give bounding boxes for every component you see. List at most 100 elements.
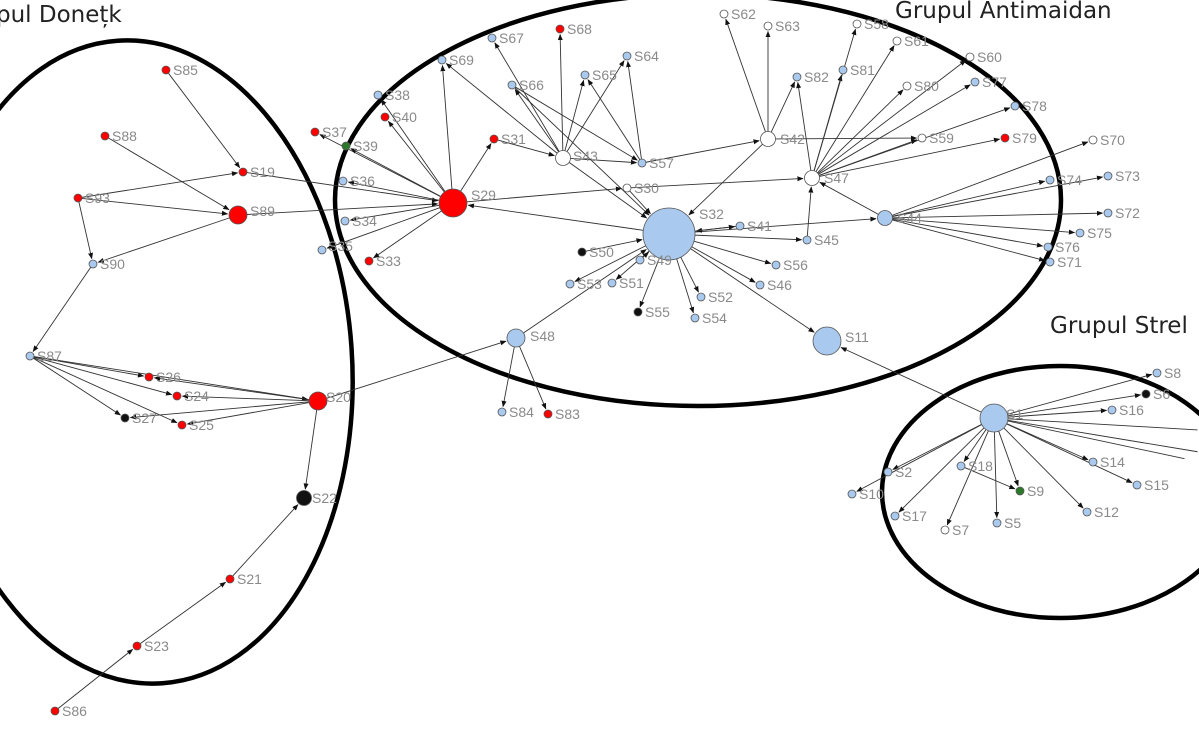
edge-s29-s35 [326, 207, 440, 249]
node-s87[interactable] [25, 351, 35, 361]
node-s42[interactable] [760, 131, 776, 147]
node-s34[interactable] [340, 216, 350, 226]
node-s19[interactable] [238, 167, 248, 177]
node-s11[interactable] [812, 326, 842, 356]
node-s53[interactable] [565, 279, 575, 289]
node-s81[interactable] [838, 65, 848, 75]
node-label-s65: S65 [592, 67, 617, 83]
edge-s32-s53 [574, 245, 646, 282]
node-s69[interactable] [437, 55, 447, 65]
node-s35[interactable] [317, 245, 327, 255]
node-s38[interactable] [373, 90, 383, 100]
node-s49[interactable] [635, 255, 645, 265]
node-s10[interactable] [847, 489, 857, 499]
node-s88[interactable] [100, 131, 110, 141]
node-s79[interactable] [1000, 133, 1010, 143]
node-s68[interactable] [555, 24, 565, 34]
node-s37[interactable] [310, 127, 320, 137]
node-s85[interactable] [161, 65, 171, 75]
edge-s44-s76 [892, 218, 1044, 248]
node-s86[interactable] [50, 706, 60, 716]
node-label-s80: S80 [914, 78, 939, 94]
node-s59[interactable] [917, 133, 927, 143]
node-s70[interactable] [1088, 135, 1098, 145]
node-s6[interactable] [1141, 389, 1151, 399]
node-s24[interactable] [172, 391, 182, 401]
node-s60[interactable] [965, 52, 975, 62]
node-s71[interactable] [1045, 257, 1055, 267]
node-s50[interactable] [577, 247, 587, 257]
edge-s57-s64 [626, 60, 642, 160]
node-s90[interactable] [88, 259, 98, 269]
node-s14[interactable] [1088, 457, 1098, 467]
node-s2[interactable] [883, 467, 893, 477]
node-s44[interactable] [877, 210, 893, 226]
node-s57[interactable] [637, 158, 647, 168]
node-s80[interactable] [902, 81, 912, 91]
node-s26[interactable] [144, 372, 154, 382]
edge-s47-s77 [818, 84, 971, 175]
node-s62[interactable] [719, 9, 729, 19]
node-s45[interactable] [802, 235, 812, 245]
node-s36[interactable] [338, 176, 348, 186]
node-s52[interactable] [696, 292, 706, 302]
node-s5[interactable] [992, 518, 1002, 528]
edge-s44-s72 [892, 210, 1104, 219]
node-s75[interactable] [1075, 228, 1085, 238]
node-s77[interactable] [970, 77, 980, 87]
node-s39[interactable] [341, 141, 351, 151]
node-s72[interactable] [1103, 208, 1113, 218]
node-s63[interactable] [763, 21, 773, 31]
node-s47[interactable] [804, 170, 820, 186]
node-s21[interactable] [225, 574, 235, 584]
node-s31[interactable] [489, 134, 499, 144]
node-s40[interactable] [380, 112, 390, 122]
node-s61[interactable] [892, 36, 902, 46]
node-s12[interactable] [1082, 507, 1092, 517]
node-s48[interactable] [506, 328, 526, 348]
node-s17[interactable] [890, 511, 900, 521]
node-s67[interactable] [487, 33, 497, 43]
node-label-s74: S74 [1057, 172, 1082, 188]
node-s22[interactable] [296, 490, 312, 506]
node-s23[interactable] [132, 641, 142, 651]
node-s27[interactable] [120, 413, 130, 423]
node-label-s66: S66 [519, 77, 544, 93]
edge-s1-edge_r1 [1007, 419, 1198, 453]
node-s54[interactable] [690, 313, 700, 323]
node-s93[interactable] [73, 193, 83, 203]
node-s8[interactable] [1152, 368, 1162, 378]
group-label-donetk: pul Donețk [0, 2, 122, 28]
node-s74[interactable] [1045, 175, 1055, 185]
node-s58[interactable] [852, 19, 862, 29]
node-s89[interactable] [228, 205, 248, 225]
node-s18[interactable] [956, 461, 966, 471]
node-s9[interactable] [1015, 486, 1025, 496]
node-s73[interactable] [1103, 171, 1113, 181]
node-s76[interactable] [1043, 242, 1053, 252]
node-s30[interactable] [622, 183, 632, 193]
node-s29[interactable] [438, 188, 468, 218]
node-s65[interactable] [580, 70, 590, 80]
node-s43[interactable] [555, 150, 571, 166]
node-s82[interactable] [792, 72, 802, 82]
node-s64[interactable] [622, 51, 632, 61]
node-s32[interactable] [642, 207, 696, 261]
node-s1[interactable] [979, 403, 1009, 433]
node-s20[interactable] [308, 391, 328, 411]
node-label-s54: S54 [702, 310, 727, 326]
node-s83[interactable] [543, 409, 553, 419]
node-s25[interactable] [177, 420, 187, 430]
node-s66[interactable] [507, 80, 517, 90]
node-s51[interactable] [607, 278, 617, 288]
node-s41[interactable] [735, 221, 745, 231]
node-s46[interactable] [755, 280, 765, 290]
node-s33[interactable] [364, 256, 374, 266]
node-s7[interactable] [940, 525, 950, 535]
node-s84[interactable] [497, 407, 507, 417]
node-s78[interactable] [1010, 101, 1020, 111]
node-s55[interactable] [633, 307, 643, 317]
node-s15[interactable] [1132, 480, 1142, 490]
node-s16[interactable] [1107, 405, 1117, 415]
node-s56[interactable] [771, 260, 781, 270]
